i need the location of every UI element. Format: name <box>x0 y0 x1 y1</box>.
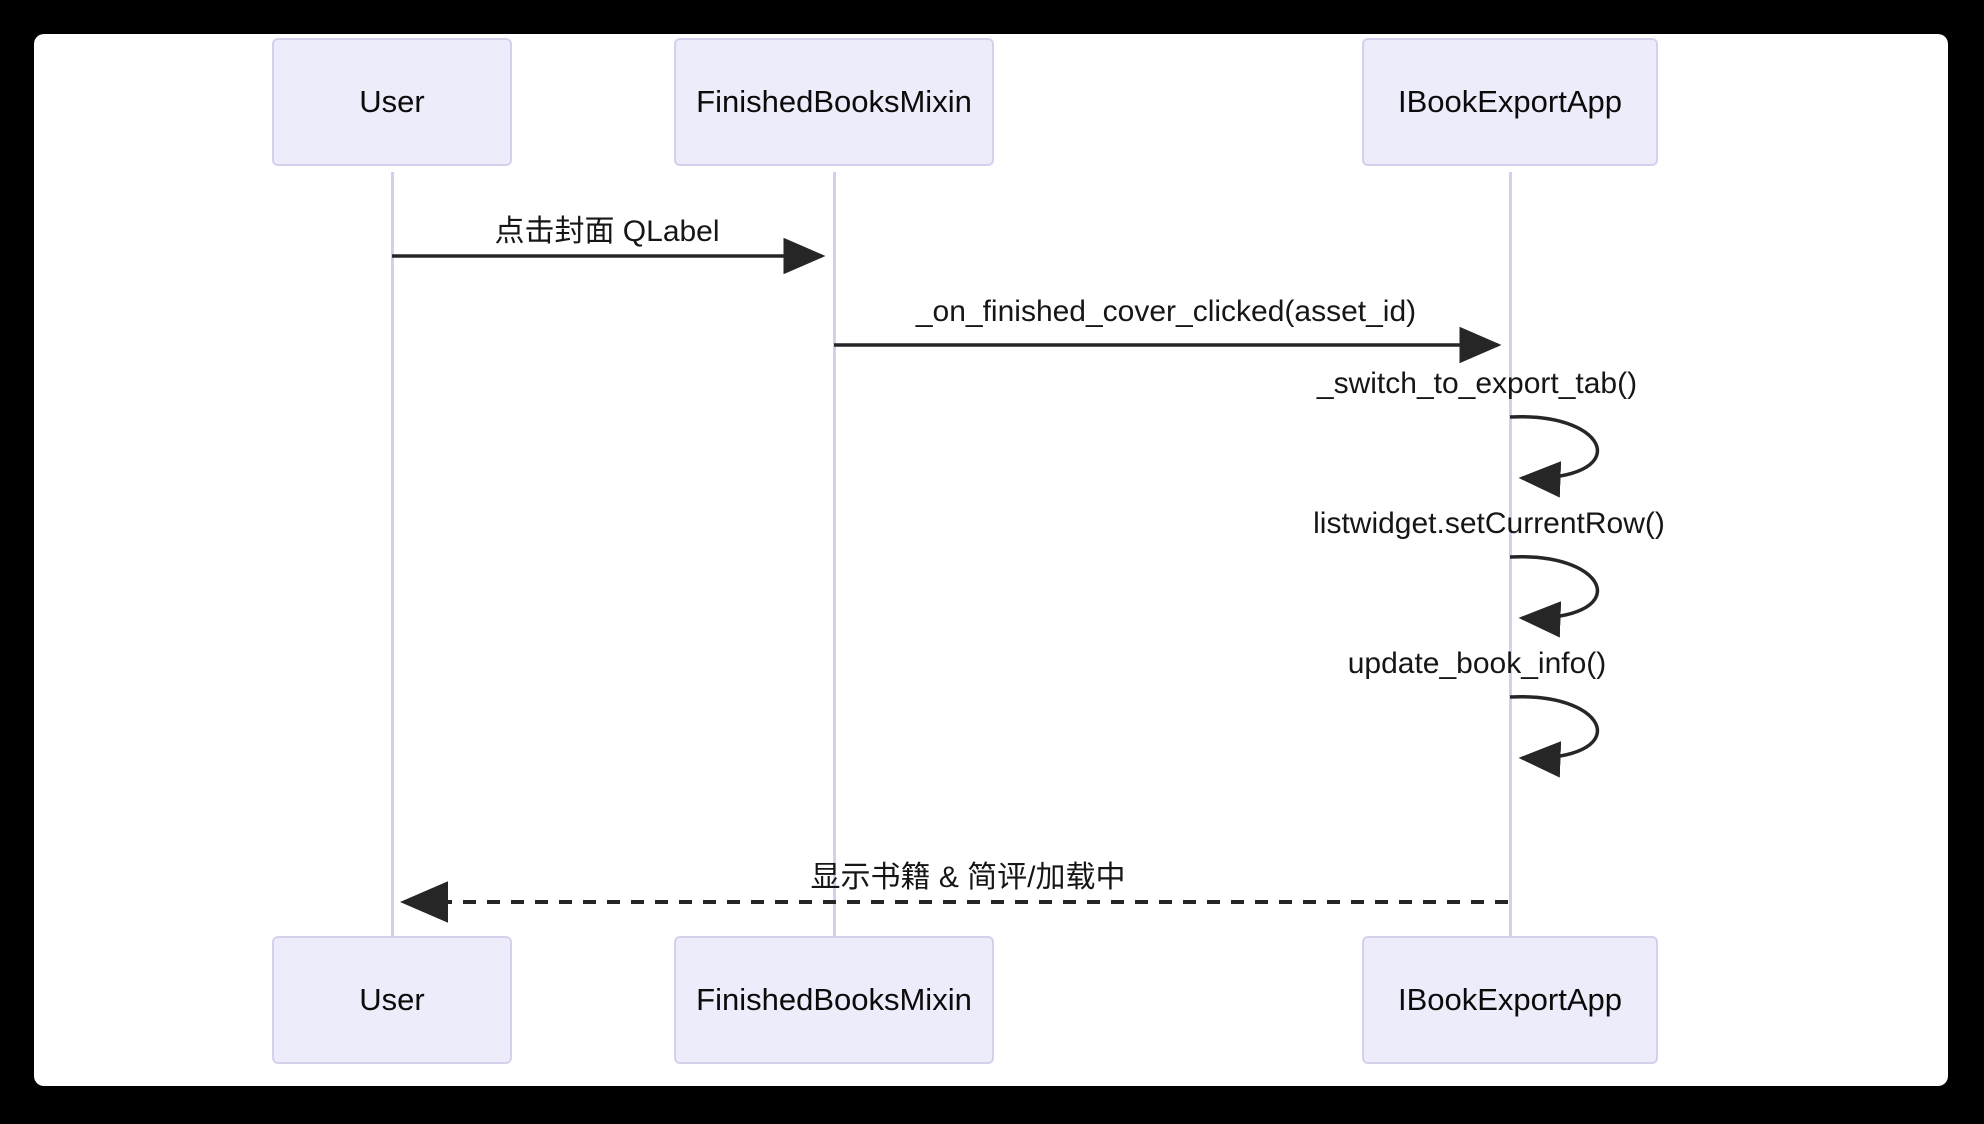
message-lines-layer: User (dashed, leftwards) --> <box>392 237 1600 923</box>
message-line-4 <box>1509 555 1600 638</box>
sequence-diagram: User (dashed, leftwards) --> 点击封面 QLabel… <box>34 34 1948 1086</box>
message-line-5 <box>1509 695 1600 778</box>
participant-box-bottom-user[interactable]: User <box>272 936 512 1064</box>
participant-box-top-finished-books-mixin[interactable]: FinishedBooksMixin <box>674 38 994 166</box>
lifeline-ibook-export-app <box>1508 172 1512 938</box>
participant-box-bottom-finished-books-mixin[interactable]: FinishedBooksMixin <box>674 936 994 1064</box>
lifeline-finished-books-mixin <box>832 172 836 938</box>
message-label-2: _on_finished_cover_clicked(asset_id) <box>915 295 1417 328</box>
message-label-1: 点击封面 QLabel <box>494 215 720 248</box>
message-line-3 <box>1509 415 1600 498</box>
lifeline-user <box>390 172 394 938</box>
message-label-3: _switch_to_export_tab() <box>1316 367 1638 400</box>
diagram-canvas: User (dashed, leftwards) --> 点击封面 QLabel… <box>34 34 1948 1086</box>
message-label-4: listwidget.setCurrentRow() <box>1313 507 1665 540</box>
message-label-5: update_book_info() <box>1347 647 1607 680</box>
participant-box-top-user[interactable]: User <box>272 38 512 166</box>
message-label-6: 显示书籍 & 简评/加载中 <box>810 861 1126 894</box>
participant-box-bottom-ibook-export-app[interactable]: IBookExportApp <box>1362 936 1658 1064</box>
participant-box-top-ibook-export-app[interactable]: IBookExportApp <box>1362 38 1658 166</box>
